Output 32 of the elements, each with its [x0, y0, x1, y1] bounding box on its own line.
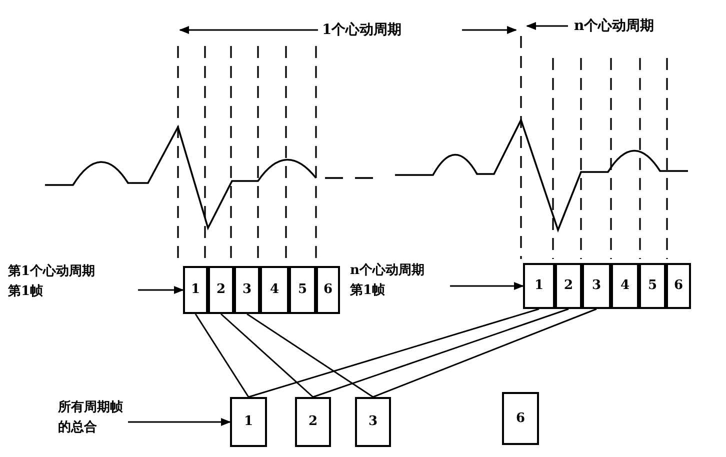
connector-line: [372, 308, 597, 398]
dimension-label: 1个心动周期: [322, 20, 402, 40]
frame-box: 6: [666, 263, 691, 309]
frame-box: 2: [555, 263, 582, 309]
frame-box: 2: [208, 266, 234, 314]
frame-box: 3: [355, 397, 391, 447]
frame-box: 1: [183, 266, 208, 314]
frame-box: 3: [234, 266, 260, 314]
connector-line: [246, 313, 374, 398]
annotation-text: 所有周期帧的总合: [58, 399, 124, 437]
frame-box: 4: [260, 266, 289, 314]
frame-box: 5: [289, 266, 316, 314]
annotation-text: 第1个心动周期: [8, 262, 96, 281]
frame-box: 3: [582, 263, 611, 309]
arrow: [450, 282, 524, 290]
frame-box: 2: [295, 397, 331, 447]
dimension-label: n个心动周期: [574, 16, 654, 36]
annotation-text: 第1帧: [350, 282, 386, 300]
arrow: [138, 286, 184, 294]
connector-line: [220, 313, 314, 398]
connector-line: [248, 308, 540, 398]
connector-line: [194, 314, 250, 398]
frame-box: 1: [523, 263, 555, 309]
arrow: [128, 418, 231, 426]
frame-box: 4: [611, 263, 639, 309]
frame-box: 5: [639, 263, 666, 309]
connector-line: [312, 308, 569, 398]
frame-box: 6: [502, 392, 539, 445]
frame-box: 6: [316, 266, 340, 314]
annotation-text: n个心动周期: [350, 262, 426, 280]
frame-box: 1: [230, 397, 267, 447]
annotation-text: 第1帧: [8, 283, 44, 301]
